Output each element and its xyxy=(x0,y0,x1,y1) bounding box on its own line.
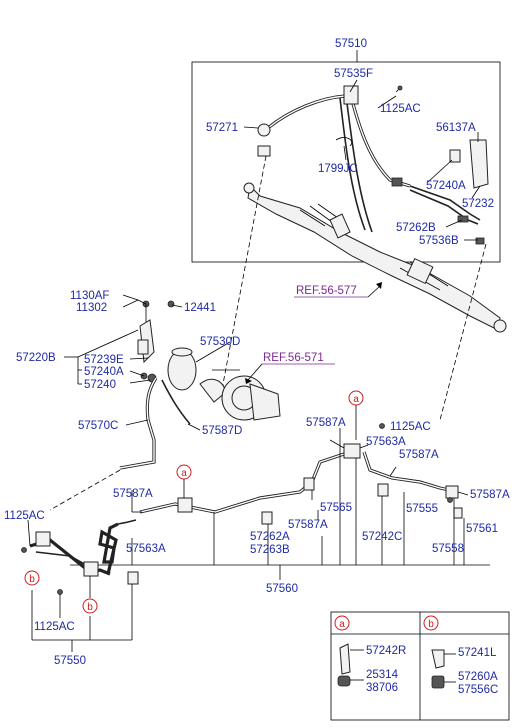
label-57558: 57558 xyxy=(432,543,464,555)
label-57587A-3: 57587A xyxy=(113,488,153,500)
label-57535F: 57535F xyxy=(334,68,373,80)
label-57262A: 57262A xyxy=(250,531,290,543)
label-57240: 57240 xyxy=(84,379,116,391)
label-57561: 57561 xyxy=(466,523,498,535)
label-1125AC-mid: 1125AC xyxy=(390,421,431,433)
label-57563A-left: 57563A xyxy=(126,543,166,555)
legend-b-57241L: 57241L xyxy=(458,647,497,659)
callout-circle-b xyxy=(82,598,98,614)
callout-letter-b: b xyxy=(87,602,93,613)
label-57271: 57271 xyxy=(206,122,238,134)
label-57587A-1: 57587A xyxy=(306,417,346,429)
cooler-group xyxy=(21,519,139,652)
label-1125AC-left: 1125AC xyxy=(4,510,45,522)
label-57239E: 57239E xyxy=(84,354,124,366)
label-57550: 57550 xyxy=(54,655,86,667)
callout-circle-b xyxy=(423,615,439,631)
legend-letter-a: a xyxy=(339,619,345,630)
label-1125AC-bottom: 1125AC xyxy=(34,621,75,633)
ref-56-577[interactable]: REF.56-577 xyxy=(296,285,357,297)
legend-b-57556C: 57556C xyxy=(458,684,498,696)
callout-circle-a xyxy=(334,615,350,631)
ref-56-571[interactable]: REF.56-571 xyxy=(263,352,324,364)
label-12441: 12441 xyxy=(184,302,216,314)
label-57530D: 57530D xyxy=(200,336,240,348)
callout-letter-b: b xyxy=(29,574,35,585)
label-57587A-4: 57587A xyxy=(470,489,510,501)
label-11302: 11302 xyxy=(76,302,107,314)
label-57560: 57560 xyxy=(266,583,298,595)
label-57555: 57555 xyxy=(406,503,438,515)
legend-box xyxy=(330,611,510,721)
label-57232: 57232 xyxy=(462,198,494,210)
callout-letter-a: a xyxy=(181,468,187,479)
legend-a-38706: 38706 xyxy=(366,682,398,694)
label-57220B: 57220B xyxy=(16,352,56,364)
gear-assembly-group xyxy=(191,50,507,421)
label-57563A-right: 57563A xyxy=(366,436,406,448)
label-57262B: 57262B xyxy=(396,222,436,234)
label-57587A-5: 57587A xyxy=(288,519,328,531)
label-57242C: 57242C xyxy=(362,531,402,543)
label-57510: 57510 xyxy=(335,38,367,50)
label-57536B: 57536B xyxy=(419,235,459,247)
legend-a-57242R: 57242R xyxy=(366,645,406,657)
pump-group xyxy=(49,294,281,511)
legend-a-25314: 25314 xyxy=(366,669,399,681)
label-57587A-2: 57587A xyxy=(399,449,439,461)
legend-letter-b: b xyxy=(428,619,434,630)
legend-b-57260A: 57260A xyxy=(458,671,498,683)
label-57240A-mid: 57240A xyxy=(84,366,124,378)
label-57570C: 57570C xyxy=(78,420,118,432)
label-57565: 57565 xyxy=(320,502,352,514)
label-57263B: 57263B xyxy=(250,544,290,556)
label-57587D: 57587D xyxy=(202,425,242,437)
label-1130AF: 1130AF xyxy=(70,290,109,302)
callout-letter-a: a xyxy=(353,394,359,405)
label-56137A: 56137A xyxy=(436,122,476,134)
callout-circle-b xyxy=(24,570,40,586)
return-line-group xyxy=(70,423,490,580)
label-57240A-top: 57240A xyxy=(426,180,466,192)
label-1799JC: 1799JC xyxy=(318,163,358,175)
label-1125AC-top: 1125AC xyxy=(380,103,421,115)
